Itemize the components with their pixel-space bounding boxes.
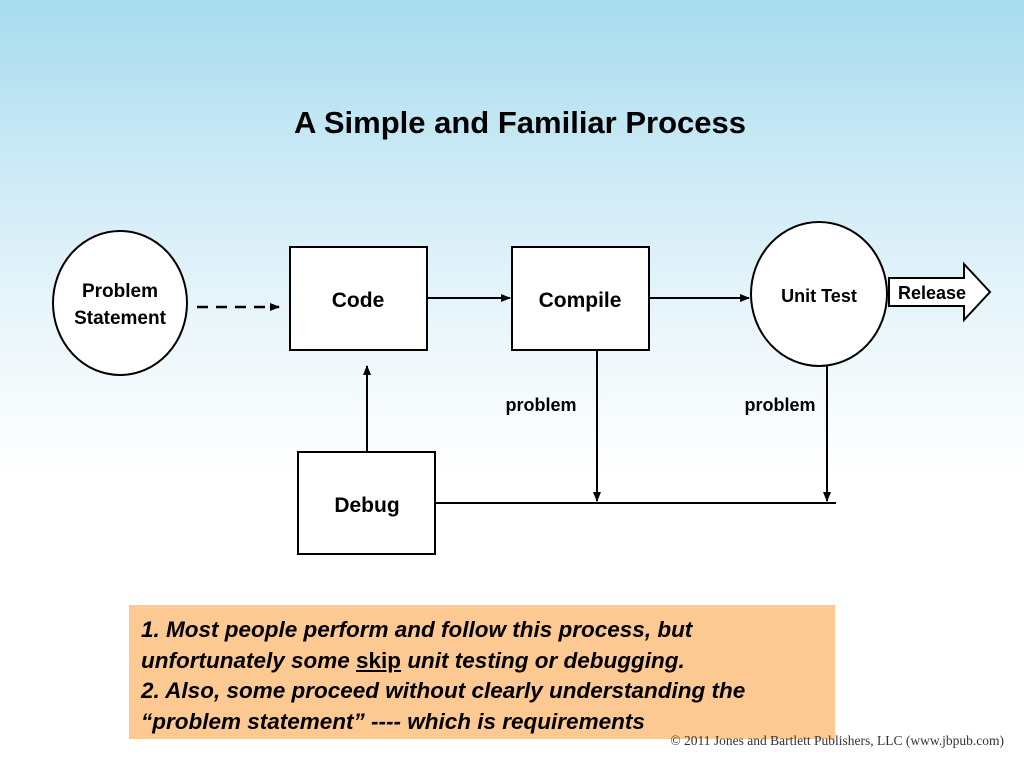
- note-line-2-start: unfortunately some: [141, 647, 357, 673]
- code-label: Code: [332, 289, 385, 312]
- note-line-2: unfortunately some skip unit testing or …: [141, 646, 825, 677]
- problem-statement-label-line1: Problem: [82, 281, 158, 302]
- note-line-1: 1. Most people perform and follow this p…: [141, 617, 693, 642]
- copyright-notice: © 2011 Jones and Bartlett Publishers, LL…: [670, 733, 1004, 748]
- problem-statement-node: [52, 230, 188, 376]
- problem-statement-label-line2: Statement: [74, 308, 167, 329]
- debug-label: Debug: [334, 494, 399, 517]
- note-line-3: 2. Also, some proceed without clearly un…: [141, 678, 746, 703]
- unit-test-problem-label: problem: [744, 395, 815, 415]
- release-arrow-shape: [888, 261, 992, 323]
- code-node: [289, 246, 428, 351]
- release-label: Release: [898, 283, 966, 303]
- note-line-2-end: unit testing or debugging.: [401, 647, 685, 673]
- note-box: 1. Most people perform and follow this p…: [129, 605, 835, 739]
- compile-label: Compile: [539, 289, 622, 312]
- note-line-4: “problem statement” ---- which is requir…: [141, 708, 645, 734]
- note-emphasis-skip: skip: [356, 647, 402, 673]
- unit-test-node: [750, 221, 888, 367]
- debug-node: [297, 451, 436, 555]
- compile-problem-label: problem: [505, 395, 576, 415]
- slide-title: A Simple and Familiar Process: [294, 105, 746, 140]
- unit-test-label: Unit Test: [781, 286, 857, 306]
